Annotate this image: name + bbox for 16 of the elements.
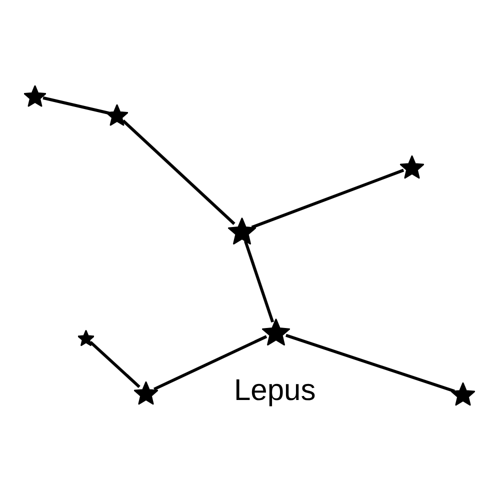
star-icon — [400, 155, 424, 179]
star-icon — [134, 381, 158, 405]
constellation-line — [251, 168, 404, 229]
constellation-line — [154, 335, 268, 391]
constellation-line — [244, 240, 274, 323]
star-icon — [106, 104, 128, 126]
constellation-line — [286, 334, 455, 393]
constellation-line — [42, 96, 110, 115]
constellation-line — [89, 340, 140, 388]
star-icon — [24, 85, 46, 107]
star-icon — [228, 217, 256, 245]
constellation-name: Lepus — [234, 376, 316, 406]
star-icon — [451, 382, 475, 406]
constellation-line — [122, 120, 236, 225]
star-icon — [262, 318, 290, 346]
star-icon — [78, 330, 94, 346]
